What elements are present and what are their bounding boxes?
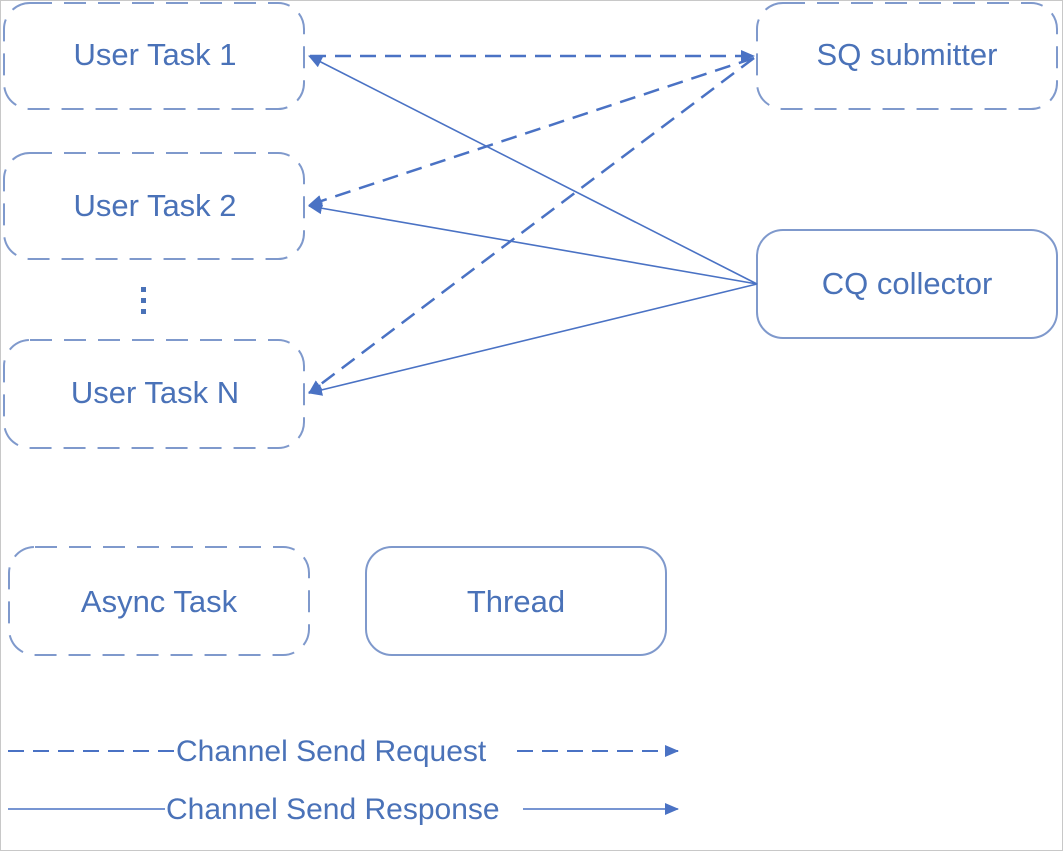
sq-submitter-label: SQ submitter [817, 37, 998, 72]
legend-response-label: Channel Send Response [166, 793, 500, 826]
legend-request: Channel Send Request [8, 735, 679, 768]
legend-response: Channel Send Response [8, 793, 679, 826]
request-arrow-sq-task2 [308, 56, 755, 207]
user-task-1-box [3, 2, 305, 110]
user-task-2-box [3, 152, 305, 260]
user-task-1-label: User Task 1 [73, 37, 236, 72]
thread-legend-box [365, 546, 667, 656]
user-task-n-label: User Task N [71, 375, 239, 410]
response-arrow-cq-task2 [308, 202, 758, 285]
thread-label: Thread [467, 584, 565, 619]
request-arrow-sq-taskn [308, 57, 755, 394]
async-task-label: Async Task [81, 584, 238, 619]
user-task-n-box [3, 339, 305, 449]
legend-request-label: Channel Send Request [176, 735, 487, 768]
ellipsis [141, 287, 146, 314]
user-task-2-label: User Task 2 [73, 188, 236, 223]
async-task-legend-box [8, 546, 310, 656]
cq-collector-label: CQ collector [822, 266, 993, 301]
response-arrow-cq-taskn [308, 283, 758, 396]
sq-submitter-box [756, 2, 1058, 110]
response-arrow-cq-task1 [308, 55, 758, 285]
